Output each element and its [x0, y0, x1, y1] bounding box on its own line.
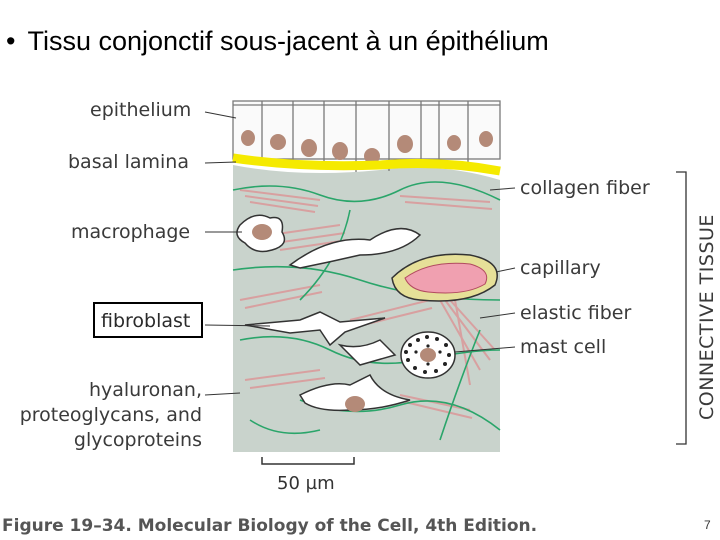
mast-cell [401, 332, 455, 378]
label-collagen-fiber: collagen fiber [520, 177, 650, 199]
scale-bar [262, 457, 354, 464]
label-capillary: capillary [520, 257, 601, 279]
figure-caption: Figure 19–34. Molecular Biology of the C… [2, 516, 537, 536]
scale-bar-label: 50 µm [277, 473, 335, 494]
page-number: 7 [704, 518, 711, 532]
label-epithelium: epithelium [90, 99, 191, 121]
fibroblast-highlight-box: fibroblast [93, 302, 203, 338]
label-basal-lamina: basal lamina [68, 151, 189, 173]
label-connective-tissue: CONNECTIVE TISSUE [696, 214, 718, 420]
label-hyaluronan-line2: proteoglycans, and [0, 404, 202, 426]
label-macrophage: macrophage [71, 221, 190, 243]
label-mast-cell: mast cell [520, 336, 606, 358]
label-elastic-fiber: elastic fiber [520, 302, 631, 324]
label-hyaluronan-line1: hyaluronan, [0, 379, 202, 401]
label-hyaluronan-line3: glycoproteins [0, 429, 202, 451]
fibroblast-nucleus [345, 396, 365, 412]
label-fibroblast: fibroblast [101, 310, 190, 332]
connective-tissue-bracket [676, 172, 686, 444]
